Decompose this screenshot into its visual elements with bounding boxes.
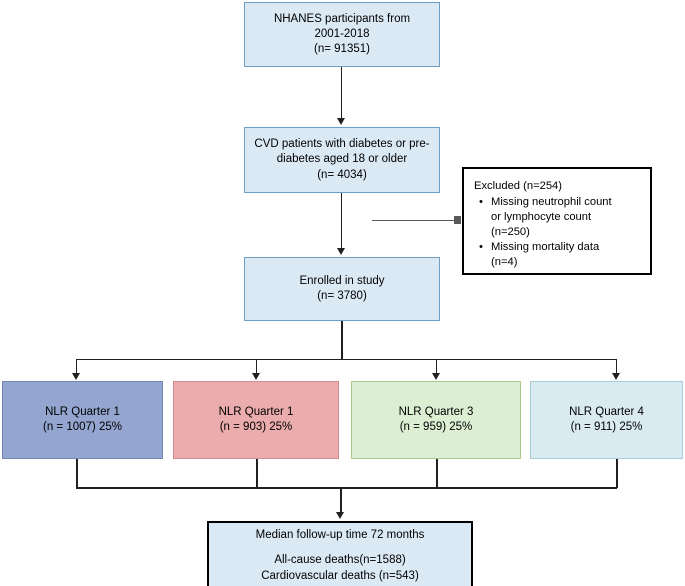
connector-bus-to-quarter-2 [256, 359, 258, 374]
node-outcome: Median follow-up time 72 months All-caus… [207, 521, 473, 586]
connector-to-excluded [372, 220, 455, 222]
excluded-reason-2-line-1: Missing mortality data [491, 241, 600, 253]
excluded-reason-2-line-2: (n=4) [491, 256, 518, 268]
node-nlr-quarter-4: NLR Quarter 4 (n = 911) 25% [530, 381, 683, 459]
connector-quarter-1-to-merge [76, 459, 78, 488]
connector-quarter-4-to-merge [616, 459, 618, 488]
enrolled-line-2: (n= 3780) [317, 290, 367, 302]
arrowhead-source-to-eligible [337, 118, 346, 125]
outcome-line-3: Cardiovascular deaths (n=543) [261, 569, 419, 582]
excluded-reason-list: Missing neutrophil count or lymphocyte c… [474, 195, 612, 270]
excluded-reason-item: Missing mortality data (n=4) [479, 240, 612, 270]
node-nlr-quarter-1: NLR Quarter 1 (n = 1007) 25% [2, 381, 163, 459]
nlr-quarter-2-label: NLR Quarter 1 [218, 405, 294, 418]
node-nlr-quarter-2: NLR Quarter 1 (n = 903) 25% [173, 381, 339, 459]
excluded-reason-item: Missing neutrophil count or lymphocyte c… [479, 195, 612, 240]
node-source-population: NHANES participants from 2001-2018 (n= 9… [244, 2, 440, 67]
source-population-line-1: NHANES participants from [273, 12, 411, 25]
excluded-reason-1-line-2: or lymphocyte count [491, 211, 592, 223]
nlr-quarter-4-count: (n = 911) 25% [570, 421, 643, 433]
connector-source-to-eligible [341, 67, 343, 119]
enrolled-line-1: Enrolled in study [299, 274, 385, 287]
outcome-line-1: Median follow-up time 72 months [255, 529, 425, 542]
nlr-quarter-2-count: (n = 903) 25% [219, 421, 293, 433]
source-population-line-3: (n= 91351) [314, 43, 370, 56]
arrowhead-merge-to-outcome [336, 512, 345, 519]
node-excluded: Excluded (n=254) Missing neutrophil coun… [462, 167, 652, 275]
connector-bus-to-quarter-1 [76, 359, 78, 374]
merge-bus [76, 487, 617, 489]
connector-quarter-2-to-merge [256, 459, 258, 488]
node-eligible-population: CVD patients with diabetes or pre- diabe… [244, 127, 440, 193]
arrowhead-bus-to-quarter-1 [72, 373, 81, 380]
excluded-reason-1-line-3: (n=250) [491, 226, 530, 238]
outcome-line-2: All-cause deaths(n=1588) [274, 554, 406, 567]
distribution-bus [76, 358, 617, 361]
eligible-population-line-3: (n= 4034) [317, 168, 367, 181]
connector-enrolled-to-bus [341, 321, 343, 360]
connector-bus-to-quarter-4 [616, 359, 618, 374]
arrowhead-bus-to-quarter-3 [432, 373, 441, 380]
nlr-quarter-1-count: (n = 1007) 25% [43, 421, 122, 433]
connector-eligible-to-enrolled [341, 193, 343, 249]
connector-bus-to-quarter-3 [436, 359, 438, 374]
excluded-reason-1-line-1: Missing neutrophil count [491, 196, 612, 208]
eligible-population-line-2: diabetes aged 18 or older [276, 153, 408, 166]
arrowhead-bus-to-quarter-4 [612, 373, 621, 380]
nlr-quarter-4-label: NLR Quarter 4 [569, 405, 644, 418]
excluded-heading: Excluded (n=254) [474, 180, 563, 192]
node-nlr-quarter-3: NLR Quarter 3 (n = 959) 25% [351, 381, 521, 459]
nlr-quarter-3-label: NLR Quarter 3 [398, 405, 474, 418]
eligible-population-line-1: CVD patients with diabetes or pre- [254, 138, 430, 151]
arrowhead-to-excluded [454, 216, 461, 225]
connector-quarter-3-to-merge [436, 459, 438, 488]
nlr-quarter-1-label: NLR Quarter 1 [45, 405, 120, 418]
nlr-quarter-3-count: (n = 959) 25% [399, 421, 473, 433]
node-enrolled: Enrolled in study (n= 3780) [244, 257, 440, 321]
source-population-line-2: 2001-2018 [314, 27, 370, 40]
arrowhead-bus-to-quarter-2 [252, 373, 261, 380]
connector-merge-to-outcome [340, 488, 342, 513]
arrowhead-eligible-to-enrolled [337, 248, 346, 255]
